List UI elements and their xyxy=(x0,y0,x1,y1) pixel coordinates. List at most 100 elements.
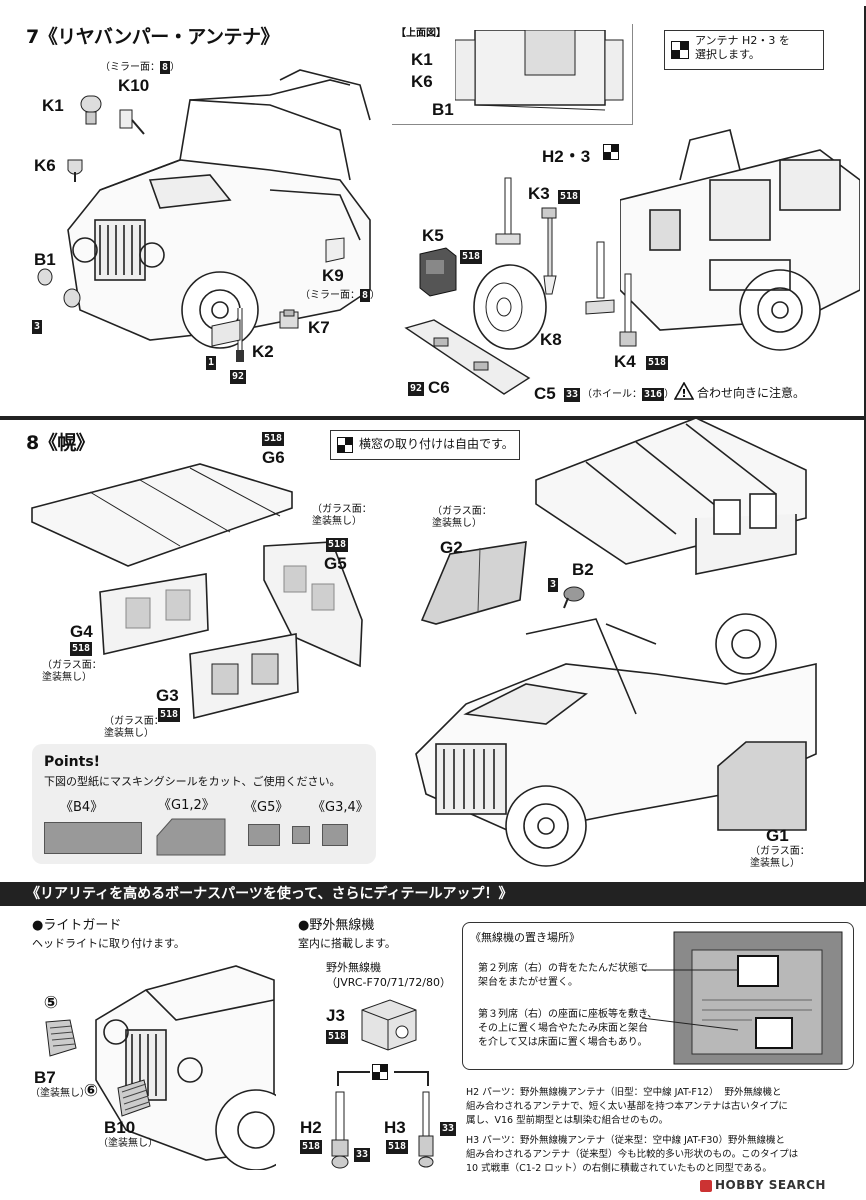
top-b1-label: B1 xyxy=(432,100,454,119)
k6-label: K6 xyxy=(34,156,56,175)
step8-title: 8《幌》 xyxy=(26,432,95,454)
part-h23-antenna-a xyxy=(495,177,521,245)
g4-label: G4 xyxy=(70,622,93,641)
k9-label: K9 xyxy=(322,266,344,285)
choice-icon xyxy=(671,41,689,59)
code-h3-33: 33 xyxy=(440,1122,457,1136)
part-b10-shape xyxy=(117,1079,151,1117)
k1-label: K1 xyxy=(42,96,64,115)
callout-6: ⑥ xyxy=(83,1081,99,1101)
mask-label-b4: 《B4》 xyxy=(60,800,104,815)
h23-label: H2・3 xyxy=(542,147,591,166)
watermark: HOBBY SEARCH xyxy=(700,1178,826,1192)
lightguard-vehicle-drawing xyxy=(95,965,276,1170)
code-k5: 518 xyxy=(460,250,483,264)
placement-topview-drawing xyxy=(673,931,843,1065)
warning-icon: ! xyxy=(674,382,694,400)
antenna-h2-shape xyxy=(331,1091,349,1169)
code-3-step7: 3 xyxy=(32,320,43,334)
radio-name: 野外無線機 （JVRC-F70/71/72/80） xyxy=(326,961,451,989)
k7-label: K7 xyxy=(308,318,330,337)
b10-note: （塗装無し） xyxy=(98,1138,158,1149)
k8-label: K8 xyxy=(540,330,562,349)
k3-label: K3 xyxy=(528,184,550,203)
h2-description: H2 パーツ：野外無線機アンテナ（旧型：空中線 JAT-F12） 野外無線機と … xyxy=(466,1087,788,1126)
step7-title: 7《リヤバンパー・アンテナ》 xyxy=(26,26,280,48)
spare-tire-drawing xyxy=(473,264,547,350)
radio-desc: 室内に搭載します。 xyxy=(298,937,396,950)
g2-glass-note: （ガラス面： 塗装無し） xyxy=(432,506,492,529)
window-note-text: 横窓の取り付けは自由です。 xyxy=(359,437,514,451)
code-j3: 518 xyxy=(326,1030,349,1044)
mask-g34-shape xyxy=(322,824,348,846)
code-h2: 518 xyxy=(300,1140,323,1154)
step8-right-edge xyxy=(864,418,866,882)
k9-mirror-note: （ミラー面：8） xyxy=(300,289,381,302)
b7-note: （塗装無し） xyxy=(30,1088,90,1099)
placement-title: 《無線機の置き場所》 xyxy=(470,931,580,944)
part-k1-shape xyxy=(80,95,102,125)
step7-panel xyxy=(0,6,866,418)
b2-label: B2 xyxy=(572,560,594,579)
antenna-note: アンテナ H2・3 を 選択します。 xyxy=(664,30,824,70)
mask-label-g34: 《G3,4》 xyxy=(312,800,369,815)
panel-g3-drawing xyxy=(189,633,299,720)
bumper-c6-drawing xyxy=(404,319,531,395)
code-g5: 518 xyxy=(326,538,349,552)
code-g6: 518 xyxy=(262,432,285,446)
placement-pointers xyxy=(641,969,739,1031)
vehicle-rear-drawing xyxy=(620,129,860,351)
choice-icon-step8 xyxy=(337,437,353,453)
placement-1: 第２列席（右）の背をたたんだ状態で 架台をまたがせ置く。 xyxy=(478,963,648,988)
panel-g4-drawing xyxy=(99,573,209,655)
g3-glass-note: （ガラス面： 塗装無し） xyxy=(104,716,164,739)
part-b7-shape xyxy=(45,1019,77,1057)
j3-label: J3 xyxy=(326,1006,345,1025)
g5-label: G5 xyxy=(324,554,347,573)
window-g2-drawing xyxy=(420,541,527,625)
part-plate-shape xyxy=(211,319,241,347)
h3-description: H3 パーツ：野外無線機アンテナ（従来型：空中線 JAT-F30）野外無線機と … xyxy=(466,1135,799,1174)
bonus-banner: 《リアリティを高めるボーナスパーツを使って、さらにディテールアップ！》 xyxy=(0,882,866,906)
b1-label: B1 xyxy=(34,250,56,269)
mask-g12-shape xyxy=(156,818,226,856)
b10-label: B10 xyxy=(104,1118,136,1137)
part-k7-shape xyxy=(279,309,299,329)
part-k5-shape xyxy=(419,247,457,297)
window-g1-drawing xyxy=(717,741,807,831)
code-1-step7: 1 xyxy=(206,356,217,370)
code-g4: 518 xyxy=(70,642,93,656)
caution-text: 合わせ向きに注意。 xyxy=(697,386,806,400)
mask-label-g5: 《G5》 xyxy=(244,800,289,815)
top-view-box xyxy=(392,24,633,125)
svg-text:!: ! xyxy=(681,387,686,400)
window-note: 横窓の取り付けは自由です。 xyxy=(330,430,520,460)
mirror-code-k9: 8 xyxy=(360,289,371,302)
code-b2: 3 xyxy=(548,578,559,592)
code-k4: 518 xyxy=(646,356,669,370)
g5-glass-note: （ガラス面： 塗装無し） xyxy=(312,504,372,527)
h2-label: H2 xyxy=(300,1118,322,1137)
part-h23-antenna-b xyxy=(585,241,615,315)
k10-mirror-note: （ミラー面：8） xyxy=(100,61,181,74)
mask-g5-small xyxy=(292,826,310,844)
part-k9-shape xyxy=(325,237,345,263)
choice-icon-radio xyxy=(372,1064,388,1080)
mask-label-g12: 《G1,2》 xyxy=(158,798,215,813)
k5-label: K5 xyxy=(422,226,444,245)
c5-label: C5 xyxy=(534,384,556,403)
watermark-icon xyxy=(700,1179,712,1192)
mirror-code-k10: 8 xyxy=(160,61,171,74)
vehicle-front-drawing xyxy=(67,69,371,349)
g3-label: G3 xyxy=(156,686,179,705)
antenna-note-text: アンテナ H2・3 を 選択します。 xyxy=(695,34,790,61)
top-view-label: 【上面図】 xyxy=(396,28,446,39)
c6-label: C6 xyxy=(428,378,450,397)
step8-panel xyxy=(0,418,866,420)
h3-label: H3 xyxy=(384,1118,406,1137)
code-92-step7a: 92 xyxy=(230,370,247,384)
mask-b4-shape xyxy=(44,822,142,854)
antenna-choice-bracket xyxy=(337,1071,429,1086)
part-k10-shape xyxy=(119,109,145,135)
roof-g6-drawing xyxy=(31,463,293,567)
